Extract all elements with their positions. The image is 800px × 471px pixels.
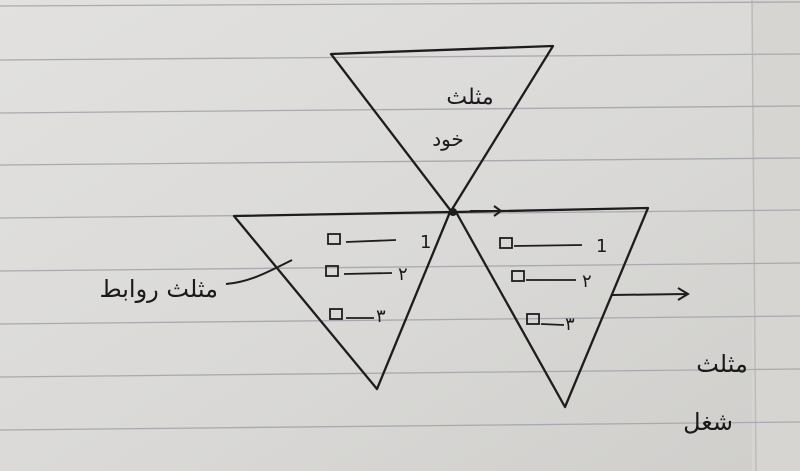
right-triangle (454, 206, 650, 409)
small-arrow (470, 205, 503, 217)
list-item: ٣ (526, 313, 575, 335)
checkbox-icon (526, 313, 540, 325)
center-dot (449, 208, 457, 216)
item-line (343, 272, 393, 275)
page-edge (752, 0, 800, 471)
right-items: 1 ٢ ٣ (499, 236, 607, 335)
item-line (345, 239, 397, 243)
item-number: ٢ (582, 271, 592, 292)
list-item: ٣ (329, 306, 386, 327)
top-triangle-label-1: مثلث (446, 85, 493, 110)
checkbox-icon (327, 233, 341, 245)
list-item: ٢ (325, 264, 408, 285)
right-label-2: شغل (683, 408, 733, 436)
top-triangle (329, 44, 555, 213)
list-item: 1 (499, 236, 607, 257)
checkbox-icon (511, 270, 525, 282)
item-number: 1 (596, 236, 607, 257)
checkbox-icon (499, 237, 513, 249)
right-label-1: مثلث (696, 350, 748, 378)
item-number: ٢ (398, 264, 408, 285)
left-pointer-line (225, 259, 293, 285)
list-item: ٢ (511, 270, 592, 292)
top-triangle-label-2: خود (432, 127, 464, 151)
right-arrow-icon (611, 287, 690, 301)
item-line (513, 244, 583, 247)
item-number: ٣ (565, 314, 575, 335)
left-triangle (232, 210, 452, 391)
list-item: 1 (327, 232, 431, 253)
left-items: 1 ٢ ٣ (325, 232, 431, 327)
item-number: 1 (420, 232, 431, 253)
checkbox-icon (325, 265, 339, 277)
left-triangle-label: مثلث روابط (99, 275, 218, 303)
page-edge-line (751, 0, 757, 471)
checkbox-icon (329, 308, 343, 320)
item-line (540, 323, 565, 326)
item-number: ٣ (376, 306, 386, 327)
